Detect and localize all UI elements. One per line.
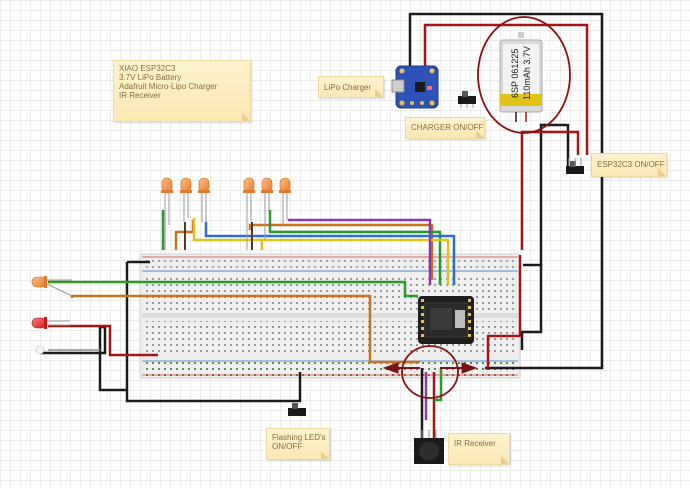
leds-switch bbox=[288, 403, 306, 416]
note-charger-switch: CHARGER ON/OFF bbox=[405, 117, 485, 139]
note-esp-switch: ESP32C3 ON/OFF bbox=[591, 153, 667, 177]
note-components-line-3: Adafruit Micro-Lipo Charger bbox=[119, 82, 218, 91]
xiao-esp32c3-board bbox=[418, 296, 474, 344]
note-lipo-charger: LiPo Charger bbox=[318, 76, 384, 98]
note-leds-switch: Flashing LED's ON/OFF bbox=[266, 428, 330, 460]
wires-brown bbox=[184, 222, 253, 250]
wires-green bbox=[48, 210, 443, 402]
led-left-orange bbox=[31, 276, 73, 297]
led-left-red bbox=[31, 317, 70, 329]
note-components: XIAO ESP32C3 3.7V LiPo Battery Adafruit … bbox=[113, 60, 251, 122]
ir-receiver bbox=[414, 430, 444, 464]
led-orange-5 bbox=[261, 177, 273, 240]
led-orange-2 bbox=[180, 177, 192, 222]
note-components-line-1: XIAO ESP32C3 bbox=[119, 64, 176, 73]
led-orange-6 bbox=[279, 177, 291, 225]
battery-label-line2: 110mAh 3.7V bbox=[522, 46, 532, 100]
led-orange-3 bbox=[198, 177, 210, 222]
note-components-line-4: IR Receiver bbox=[119, 91, 161, 100]
highlight-circle-battery bbox=[477, 16, 571, 134]
led-group-right bbox=[243, 177, 291, 250]
note-leds-switch-line-2: ON/OFF bbox=[272, 442, 303, 451]
wires-purple bbox=[288, 218, 432, 420]
led-orange-1 bbox=[161, 177, 173, 250]
note-ir-receiver-line-1: IR Receiver bbox=[454, 439, 496, 448]
note-esp-switch-line-1: ESP32C3 ON/OFF bbox=[597, 160, 665, 169]
led-orange-4 bbox=[243, 177, 255, 250]
note-ir-receiver: IR Receiver bbox=[448, 433, 510, 465]
charger-switch bbox=[458, 91, 476, 108]
led-group-left bbox=[161, 177, 210, 250]
led-left-white bbox=[35, 345, 45, 355]
highlight-circle-ir bbox=[401, 345, 459, 399]
battery-label-line1: 6SP 061225 bbox=[510, 49, 520, 98]
wires-red bbox=[48, 23, 589, 438]
lipo-battery: 6SP 061225 110mAh 3.7V bbox=[477, 16, 571, 134]
lipo-charger-board bbox=[391, 65, 439, 109]
wires-blue bbox=[204, 222, 456, 285]
arrows-ir bbox=[382, 362, 478, 374]
wires-yellow bbox=[192, 218, 450, 285]
note-components-line-2: 3.7V LiPo Battery bbox=[119, 73, 182, 82]
note-charger-switch-line-1: CHARGER ON/OFF bbox=[411, 123, 484, 132]
note-leds-switch-line-1: Flashing LED's bbox=[272, 433, 326, 442]
note-lipo-charger-line-1: LiPo Charger bbox=[324, 83, 372, 92]
esp-switch bbox=[566, 158, 584, 174]
